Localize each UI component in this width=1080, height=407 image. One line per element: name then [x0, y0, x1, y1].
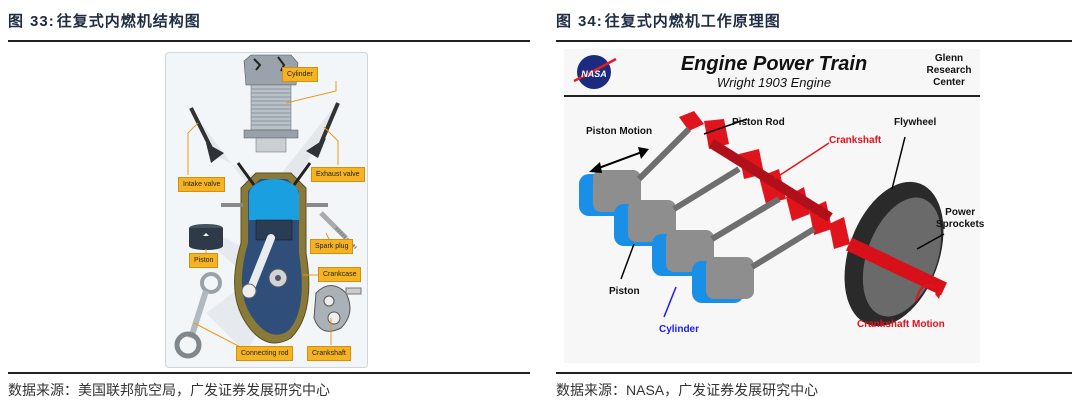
source-prefix: 数据来源： — [8, 383, 78, 399]
crankshaft-part — [313, 285, 362, 332]
label-piston-motion: Piston Motion — [586, 126, 653, 137]
label-flywheel: Flywheel — [894, 117, 937, 128]
label-crankshaft-motion: Crankshaft Motion — [857, 319, 945, 330]
top-rule — [8, 40, 530, 42]
diagram-subtitle: Wright 1903 Engine — [716, 75, 832, 90]
organization-name: Glenn Research Center — [919, 53, 979, 89]
source-text: ，广发证券发展研究中心 — [664, 383, 819, 399]
label-crankcase: Crankcase — [318, 267, 362, 282]
diagram-title-main: Engine Power Train — [680, 53, 868, 75]
diagram-header-rule — [564, 95, 980, 97]
figure-33-source: 数据来源：美国联邦航空局，广发证券发展研究中心 — [8, 380, 330, 400]
output-shaft — [846, 237, 947, 296]
label-connecting-rod: Connecting rod — [236, 346, 294, 361]
figure-prefix: 图 — [556, 12, 573, 30]
figure-prefix: 图 — [8, 12, 25, 30]
label-crankshaft: Crankshaft — [829, 135, 882, 146]
label-piston-rod: Piston Rod — [732, 117, 785, 128]
label-piston: Piston — [189, 253, 219, 268]
connecting-rod-part — [174, 272, 222, 359]
label-spark-plug: Spark plug — [310, 239, 354, 254]
label-power-sprockets: Power Sprockets — [936, 207, 984, 231]
figure-number: 34: — [578, 13, 603, 30]
source-prefix: 数据来源： — [556, 383, 626, 399]
figure-title: 往复式内燃机工作原理图 — [604, 12, 781, 30]
figure-33: 图 33:往复式内燃机结构图 — [8, 0, 530, 407]
cylinders — [579, 170, 754, 303]
org-line: Center — [933, 77, 965, 88]
source-latin: NASA — [626, 382, 665, 398]
piston-part — [189, 224, 223, 250]
engine-structure-diagram: Cylinder Intake valve Exhaust valve Spar… — [165, 52, 368, 368]
crankshaft-motion-arrow-icon — [915, 284, 942, 302]
figure-number: 33: — [30, 13, 55, 30]
intake-valve-part — [189, 107, 224, 163]
label-intake-valve: Intake valve — [178, 177, 226, 192]
org-line: Research — [926, 65, 972, 76]
figure-34-source: 数据来源：NASA，广发证券发展研究中心 — [556, 380, 818, 400]
bottom-rule — [8, 372, 530, 374]
figure-34: 图 34:往复式内燃机工作原理图 NASA — [556, 0, 1072, 407]
exhaust-valve-part — [306, 102, 340, 158]
engine-cutaway — [221, 162, 328, 344]
crankshaft-assembly — [679, 111, 850, 249]
diagram-title: Engine Power Train Wright 1903 Engine — [674, 53, 874, 90]
label-cylinder: Cylinder — [282, 67, 318, 82]
bottom-rule — [556, 372, 1072, 374]
label-sprockets: Sprockets — [936, 219, 985, 230]
flywheel-part — [844, 181, 944, 327]
figure-34-caption: 图 34:往复式内燃机工作原理图 — [556, 10, 781, 31]
source-text: 美国联邦航空局，广发证券发展研究中心 — [78, 383, 330, 399]
engine-power-train-diagram: NASA — [564, 49, 984, 363]
cylinder-part — [243, 54, 299, 153]
spark-plug-part — [319, 211, 358, 250]
label-piston: Piston — [609, 286, 640, 297]
label-power: Power — [945, 207, 976, 218]
figure-title: 往复式内燃机结构图 — [56, 12, 201, 30]
figure-33-caption: 图 33:往复式内燃机结构图 — [8, 10, 201, 31]
label-exhaust-valve: Exhaust valve — [311, 167, 365, 182]
piston-motion-arrow-icon — [589, 147, 649, 173]
org-line: Glenn — [934, 53, 964, 64]
top-rule — [556, 40, 1072, 42]
nasa-logo-text: NASA — [581, 69, 607, 79]
label-cylinder: Cylinder — [659, 324, 700, 335]
nasa-logo-icon: NASA — [573, 55, 617, 89]
label-crankshaft: Crankshaft — [307, 346, 351, 361]
